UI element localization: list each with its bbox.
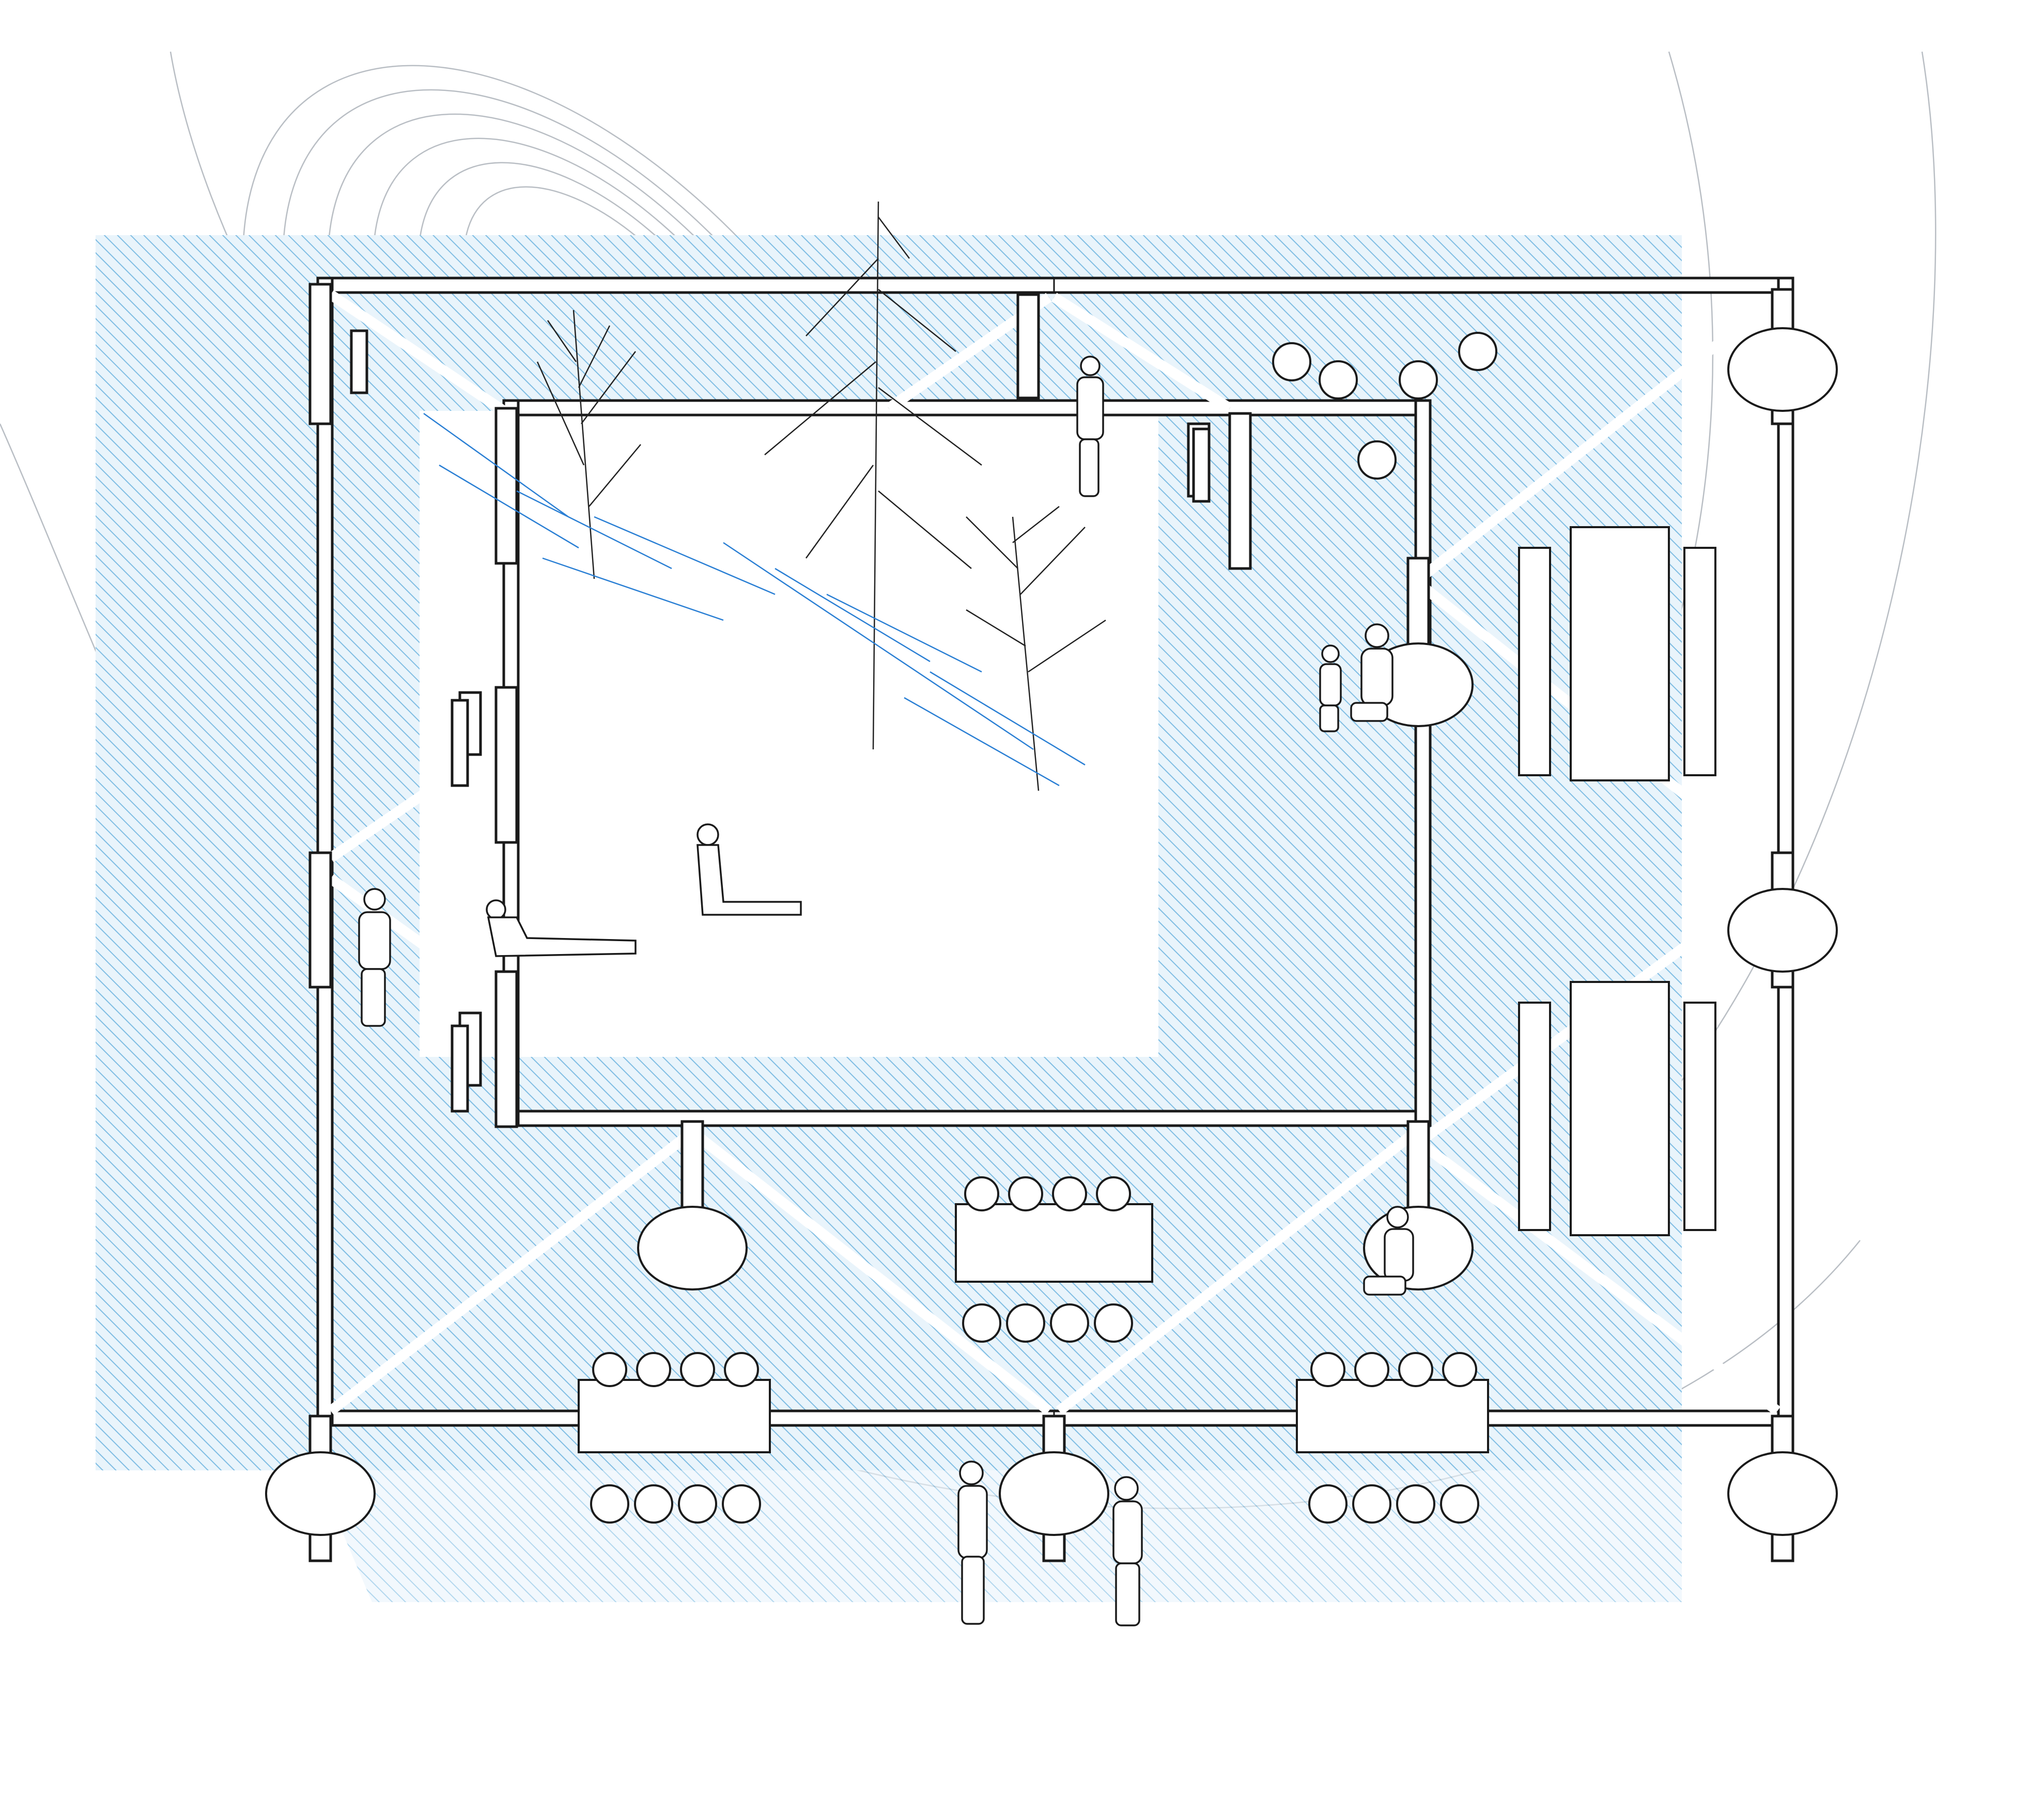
- stool-icon: [1398, 1352, 1433, 1387]
- round-table-icon: [265, 1451, 376, 1536]
- round-table-icon: [999, 1451, 1109, 1536]
- round-table-icon: [1727, 888, 1838, 973]
- bench-icon: [1683, 547, 1716, 776]
- stool-icon: [724, 1352, 759, 1387]
- person-icon: [486, 899, 637, 957]
- table-icon: [1296, 1379, 1489, 1453]
- stool-icon: [1096, 1176, 1131, 1211]
- stool-icon: [1440, 1484, 1479, 1524]
- person-icon: [1319, 644, 1342, 732]
- table-icon: [1570, 526, 1670, 781]
- stool-icon: [1319, 360, 1358, 400]
- person-icon: [358, 888, 391, 1027]
- stool-icon: [1308, 1484, 1348, 1524]
- round-table-icon: [637, 1206, 748, 1290]
- tree-icon: [878, 506, 1106, 791]
- stool-icon: [1094, 1303, 1133, 1343]
- wall-panels: [451, 427, 1211, 1113]
- stool-icon: [1008, 1176, 1043, 1211]
- stool-icon: [678, 1484, 717, 1524]
- table-icon: [1570, 981, 1670, 1236]
- person-icon: [1363, 1206, 1414, 1296]
- round-table-icon: [1727, 327, 1838, 412]
- person-icon: [1076, 356, 1104, 497]
- stool-icon: [1442, 1352, 1477, 1387]
- people: [358, 356, 1414, 1626]
- stool-icon: [1357, 440, 1397, 480]
- person-icon: [1112, 1476, 1143, 1626]
- stool-icon: [634, 1484, 673, 1524]
- table-icon: [955, 1203, 1153, 1283]
- stool-icon: [590, 1484, 629, 1524]
- round-table-icon: [1727, 1451, 1838, 1536]
- person-icon: [696, 823, 802, 916]
- bench-icon: [1518, 547, 1551, 776]
- person-icon: [1350, 623, 1393, 722]
- stool-icon: [1458, 332, 1497, 371]
- stool-icon: [1399, 360, 1438, 400]
- stool-icon: [964, 1176, 999, 1211]
- stool-icon: [962, 1303, 1001, 1343]
- diagonal-braces: [327, 290, 1781, 1415]
- stool-icon: [1050, 1303, 1089, 1343]
- bench-icon: [1518, 1002, 1551, 1231]
- stool-icon: [1396, 1484, 1435, 1524]
- stool-icon: [636, 1352, 671, 1387]
- bench-icon: [1683, 1002, 1716, 1231]
- stool-icon: [592, 1352, 627, 1387]
- stool-icon: [1006, 1303, 1045, 1343]
- stool-icon: [680, 1352, 715, 1387]
- trees: [423, 201, 1106, 791]
- bench-sets: [1518, 526, 1716, 1236]
- person-icon: [957, 1461, 988, 1625]
- stool-icon: [1352, 1484, 1391, 1524]
- stool-icon: [1354, 1352, 1389, 1387]
- courtyard-lawn: [420, 411, 1158, 1057]
- stool-icon: [1310, 1352, 1345, 1387]
- stool-icon: [1272, 342, 1311, 381]
- tables-with-stools: [578, 332, 1497, 1524]
- tree-icon: [423, 310, 776, 621]
- table-icon: [578, 1379, 771, 1453]
- stool-icon: [1052, 1176, 1087, 1211]
- tree-icon: [723, 201, 982, 750]
- stool-icon: [722, 1484, 761, 1524]
